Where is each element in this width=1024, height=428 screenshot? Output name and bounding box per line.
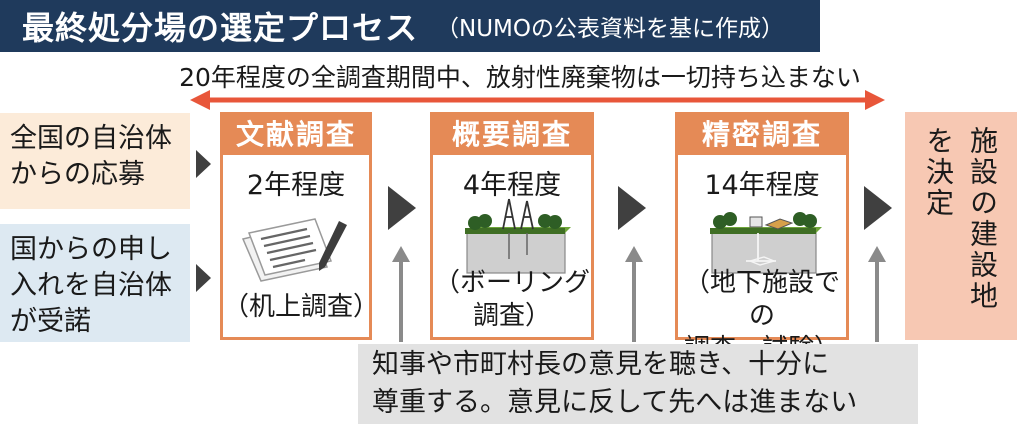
up-arrow-1: [392, 246, 410, 342]
underground-facility-icon: [710, 212, 822, 274]
step-arrow-2: [618, 186, 646, 230]
stage-1-note-line-1: （机上調査）: [223, 292, 380, 322]
decision-box: 施設の建設地 を決定: [905, 112, 1017, 340]
period-double-arrow: [190, 90, 885, 110]
applications-line-1: 全国の自治体: [10, 123, 172, 154]
stage-detailed-survey: 精密調査 14年程度 （地下施設での 調査・試験）: [675, 112, 849, 364]
stage-2-note-line-2: 調査）: [472, 301, 551, 331]
requests-line-3: が受諾: [10, 306, 91, 337]
decision-line-1: 施設の建設地: [966, 126, 999, 312]
stage-2-note-line-1: （ボーリング: [433, 268, 590, 298]
step-arrow-3: [864, 186, 892, 230]
stage-3-note-line-1: （地下施設での: [683, 268, 840, 331]
applications-line-2: からの応募: [10, 159, 145, 190]
documents-pen-icon: [241, 218, 347, 282]
requests-line-1: 国からの申し: [10, 234, 172, 265]
period-note: 20年程度の全調査期間中、放射性廃棄物は一切持ち込まない: [179, 63, 861, 92]
stage-1-title: 文献調査: [223, 115, 369, 155]
up-arrow-3: [868, 246, 886, 342]
stage-3-title: 精密調査: [678, 115, 846, 155]
stage-2-title: 概要調査: [433, 115, 591, 155]
requests-line-2: 入れを自治体: [10, 270, 172, 301]
boring-rig-icon: [465, 198, 571, 274]
stage-2-duration: 4年程度: [462, 170, 562, 201]
consultation-note-line-1: 知事や市町村長の意見を聴き、十分に: [372, 349, 830, 380]
consultation-note: 知事や市町村長の意見を聴き、十分に 尊重する。意見に反して先へは進まない: [358, 344, 918, 424]
stage-3-duration: 14年程度: [704, 170, 820, 201]
stage-literature-survey: 文献調査 2年程度 （机上調査）: [220, 112, 380, 340]
step-arrow-1: [388, 186, 416, 230]
step-arrow-apply: [196, 150, 211, 178]
stage-preliminary-survey: 概要調査 4年程度 （ボーリング 調査）: [430, 112, 594, 340]
decision-line-2: を決定: [922, 126, 955, 219]
consultation-note-line-2: 尊重する。意見に反して先へは進まない: [372, 387, 858, 418]
requests-box: 国からの申し 入れを自治体 が受諾: [0, 224, 190, 342]
stage-1-duration: 2年程度: [246, 170, 346, 201]
step-arrow-request: [196, 264, 211, 292]
up-arrow-2: [625, 246, 643, 342]
page-subtitle: （NUMOの公表資料を基に作成）: [436, 16, 785, 42]
page-title: 最終処分場の選定プロセス: [22, 9, 419, 47]
applications-box: 全国の自治体 からの応募: [0, 113, 190, 209]
title-bar: 最終処分場の選定プロセス （NUMOの公表資料を基に作成）: [0, 0, 820, 52]
